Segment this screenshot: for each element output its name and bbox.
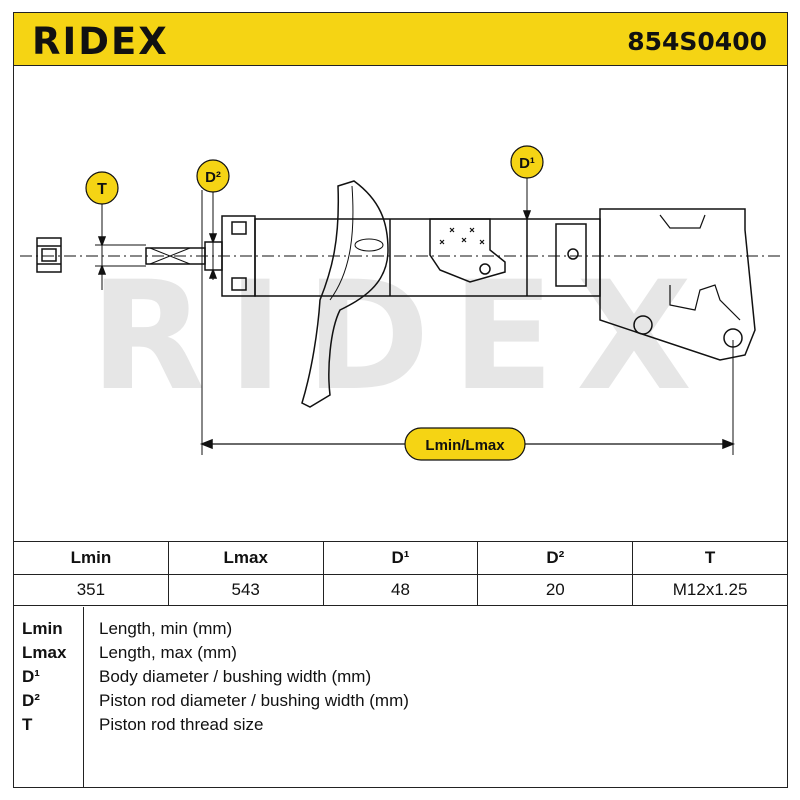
legend-desc: Piston rod thread size (99, 715, 264, 734)
shock-absorber-drawing: T D² D¹ Lmin/Lmax (20, 145, 780, 461)
brand-logo: RIDEX (32, 20, 169, 63)
value-t: M12x1.25 (632, 574, 788, 606)
value-d2: 20 (477, 574, 634, 606)
value-d1: 48 (322, 574, 479, 606)
col-header-lmax: Lmax (167, 541, 324, 575)
legend-row: Lmin Length, min (mm) (13, 619, 788, 643)
col-header-t: T (632, 541, 788, 575)
part-number: 854S0400 (627, 27, 767, 56)
header-bar: RIDEX 854S0400 (13, 12, 788, 66)
legend-row: Lmax Length, max (mm) (13, 643, 788, 667)
legend-desc: Piston rod diameter / bushing width (mm) (99, 691, 409, 710)
col-header-d2: D² (477, 541, 634, 575)
badge-t: T (85, 171, 119, 205)
legend-desc: Body diameter / bushing width (mm) (99, 667, 372, 686)
badge-d2: D² (196, 159, 230, 193)
spec-value-row: 351 543 48 20 M12x1.25 (13, 574, 788, 606)
legend-key: D² (22, 691, 40, 710)
clamp-block (555, 223, 587, 287)
col-header-d1: D¹ (322, 541, 479, 575)
spec-table: Lmin Lmax D¹ D² T 351 543 48 20 M12x1.25 (13, 541, 788, 606)
legend-row: D¹ Body diameter / bushing width (mm) (13, 667, 788, 691)
badge-d1: D¹ (510, 145, 544, 179)
drawing-frame (13, 66, 788, 788)
brake-hose-bracket (429, 218, 506, 283)
col-header-lmin: Lmin (13, 541, 169, 575)
legend-desc: Length, max (mm) (99, 643, 237, 662)
watermark: RIDEX (90, 250, 714, 424)
strut-body (254, 218, 601, 297)
badge-t-label: T (97, 181, 107, 198)
value-lmax: 543 (167, 574, 324, 606)
value-lmin: 351 (13, 574, 169, 606)
legend-key: Lmin (22, 619, 63, 638)
badge-d2-label: D² (205, 169, 221, 186)
legend-row: T Piston rod thread size (13, 715, 788, 739)
badge-d1-label: D¹ (519, 155, 535, 172)
spring-seat (301, 180, 389, 408)
legend-key: Lmax (22, 643, 67, 662)
legend-desc: Length, min (mm) (99, 619, 233, 638)
badge-length-label: Lmin/Lmax (425, 437, 505, 454)
badge-length: Lmin/Lmax (404, 427, 526, 461)
legend: Lmin Length, min (mm) Lmax Length, max (… (13, 607, 788, 788)
knuckle-mount (599, 208, 756, 361)
legend-divider (83, 607, 84, 787)
nut-shape (36, 237, 62, 273)
legend-key: T (22, 715, 33, 734)
legend-row: D² Piston rod diameter / bushing width (… (13, 691, 788, 715)
legend-key: D¹ (22, 667, 40, 686)
spec-header-row: Lmin Lmax D¹ D² T (13, 541, 788, 575)
